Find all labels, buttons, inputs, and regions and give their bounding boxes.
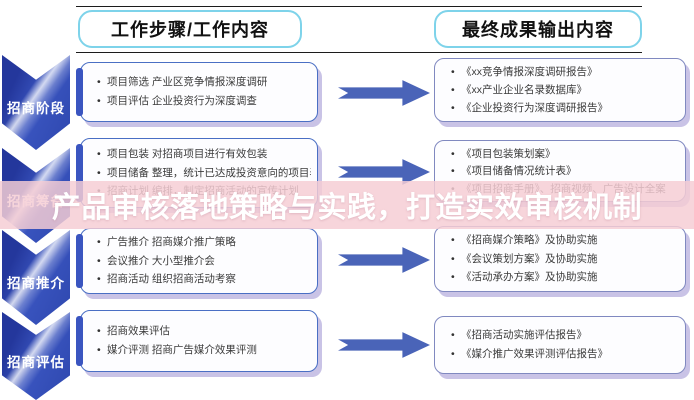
- stage-chevron-icon: 招商推介: [2, 230, 70, 325]
- header-bottom-rule: [76, 52, 642, 53]
- list-item: 《xx竞争情报深度调研报告》: [451, 63, 679, 81]
- outputs-box: 《招商活动实施评估报告》《媒介推广效果评测评估报告》: [434, 316, 686, 374]
- list-item: 《活动承办方案》及协助实施: [451, 268, 679, 287]
- list-item: 项目包装 对招商项目进行有效包装: [97, 145, 311, 164]
- list-item: 招商效果评估: [97, 322, 311, 341]
- stage-chevron-icon: 招商阶段: [2, 55, 70, 150]
- stage-label: 招商评估: [7, 354, 65, 370]
- list-item: 《企业投资行为深度调研报告》: [451, 99, 679, 117]
- work-steps-box: 项目筛选 产业区竞争情报深度调研项目评估 企业投资行为深度调查: [76, 62, 318, 122]
- overlay-title: 产品审核落地策略与实践，打造实效审核机制: [51, 192, 642, 224]
- work-steps-box-list: 广告推介 招商媒介推广策略会议推介 大小型推介会招商活动 组织招商活动考察: [81, 229, 317, 293]
- outputs-box: 《xx竞争情报深度调研报告》《xx产业企业名录数据库》《企业投资行为深度调研报告…: [434, 58, 686, 122]
- list-item: 《招商活动实施评估报告》: [451, 326, 679, 345]
- right-arrow-icon: [338, 332, 430, 358]
- work-steps-box-list: 项目筛选 产业区竞争情报深度调研项目评估 企业投资行为深度调查: [81, 63, 317, 121]
- work-steps-box: 广告推介 招商媒介推广策略会议推介 大小型推介会招商活动 组织招商活动考察: [76, 228, 318, 294]
- list-item: 《xx产业企业名录数据库》: [451, 81, 679, 99]
- list-item: 项目储备 整理，统计已达成投资意向的项目表: [97, 164, 311, 183]
- list-item: 《项目储备情况统计表》: [451, 162, 679, 179]
- work-steps-box-list: 招商效果评估媒介评测 招商广告媒介效果评测: [81, 311, 317, 371]
- list-item: 广告推介 招商媒介推广策略: [97, 233, 311, 252]
- stage-label: 招商阶段: [7, 100, 65, 116]
- list-item: 项目筛选 产业区竞争情报深度调研: [97, 73, 311, 92]
- outputs-box-list: 《招商媒介策略》及协助实施《会议策划方案》及协助实施《活动承办方案》及协助实施: [435, 227, 685, 291]
- title-overlay-band: 产品审核落地策略与实践，打造实效审核机制: [0, 181, 694, 229]
- header-top-rule: [76, 6, 642, 7]
- list-item: 《招商媒介策略》及协助实施: [451, 231, 679, 250]
- outputs-box: 《招商媒介策略》及协助实施《会议策划方案》及协助实施《活动承办方案》及协助实施: [434, 226, 686, 292]
- right-arrow-icon: [338, 247, 430, 273]
- stage-chevron-icon: 招商评估: [2, 312, 70, 400]
- column-header-work-steps: 工作步骤/工作内容: [78, 10, 302, 48]
- list-item: 媒介评测 招商广告媒介效果评测: [97, 341, 311, 360]
- list-item: 招商活动 组织招商活动考察: [97, 270, 311, 289]
- column-header-work-steps-label: 工作步骤/工作内容: [110, 20, 269, 40]
- right-arrow-icon: [338, 80, 430, 106]
- list-item: 《会议策划方案》及协助实施: [451, 250, 679, 269]
- stage-label: 招商推介: [7, 275, 65, 291]
- outputs-box-list: 《招商活动实施评估报告》《媒介推广效果评测评估报告》: [435, 317, 685, 373]
- column-header-outputs-label: 最终成果输出内容: [462, 20, 614, 40]
- outputs-box-list: 《xx竞争情报深度调研报告》《xx产业企业名录数据库》《企业投资行为深度调研报告…: [435, 59, 685, 121]
- list-item: 项目评估 企业投资行为深度调查: [97, 92, 311, 111]
- work-steps-box: 招商效果评估媒介评测 招商广告媒介效果评测: [76, 310, 318, 372]
- column-header-outputs: 最终成果输出内容: [434, 10, 642, 48]
- list-item: 《项目包装策划案》: [451, 145, 679, 162]
- list-item: 会议推介 大小型推介会: [97, 252, 311, 271]
- list-item: 《媒介推广效果评测评估报告》: [451, 345, 679, 364]
